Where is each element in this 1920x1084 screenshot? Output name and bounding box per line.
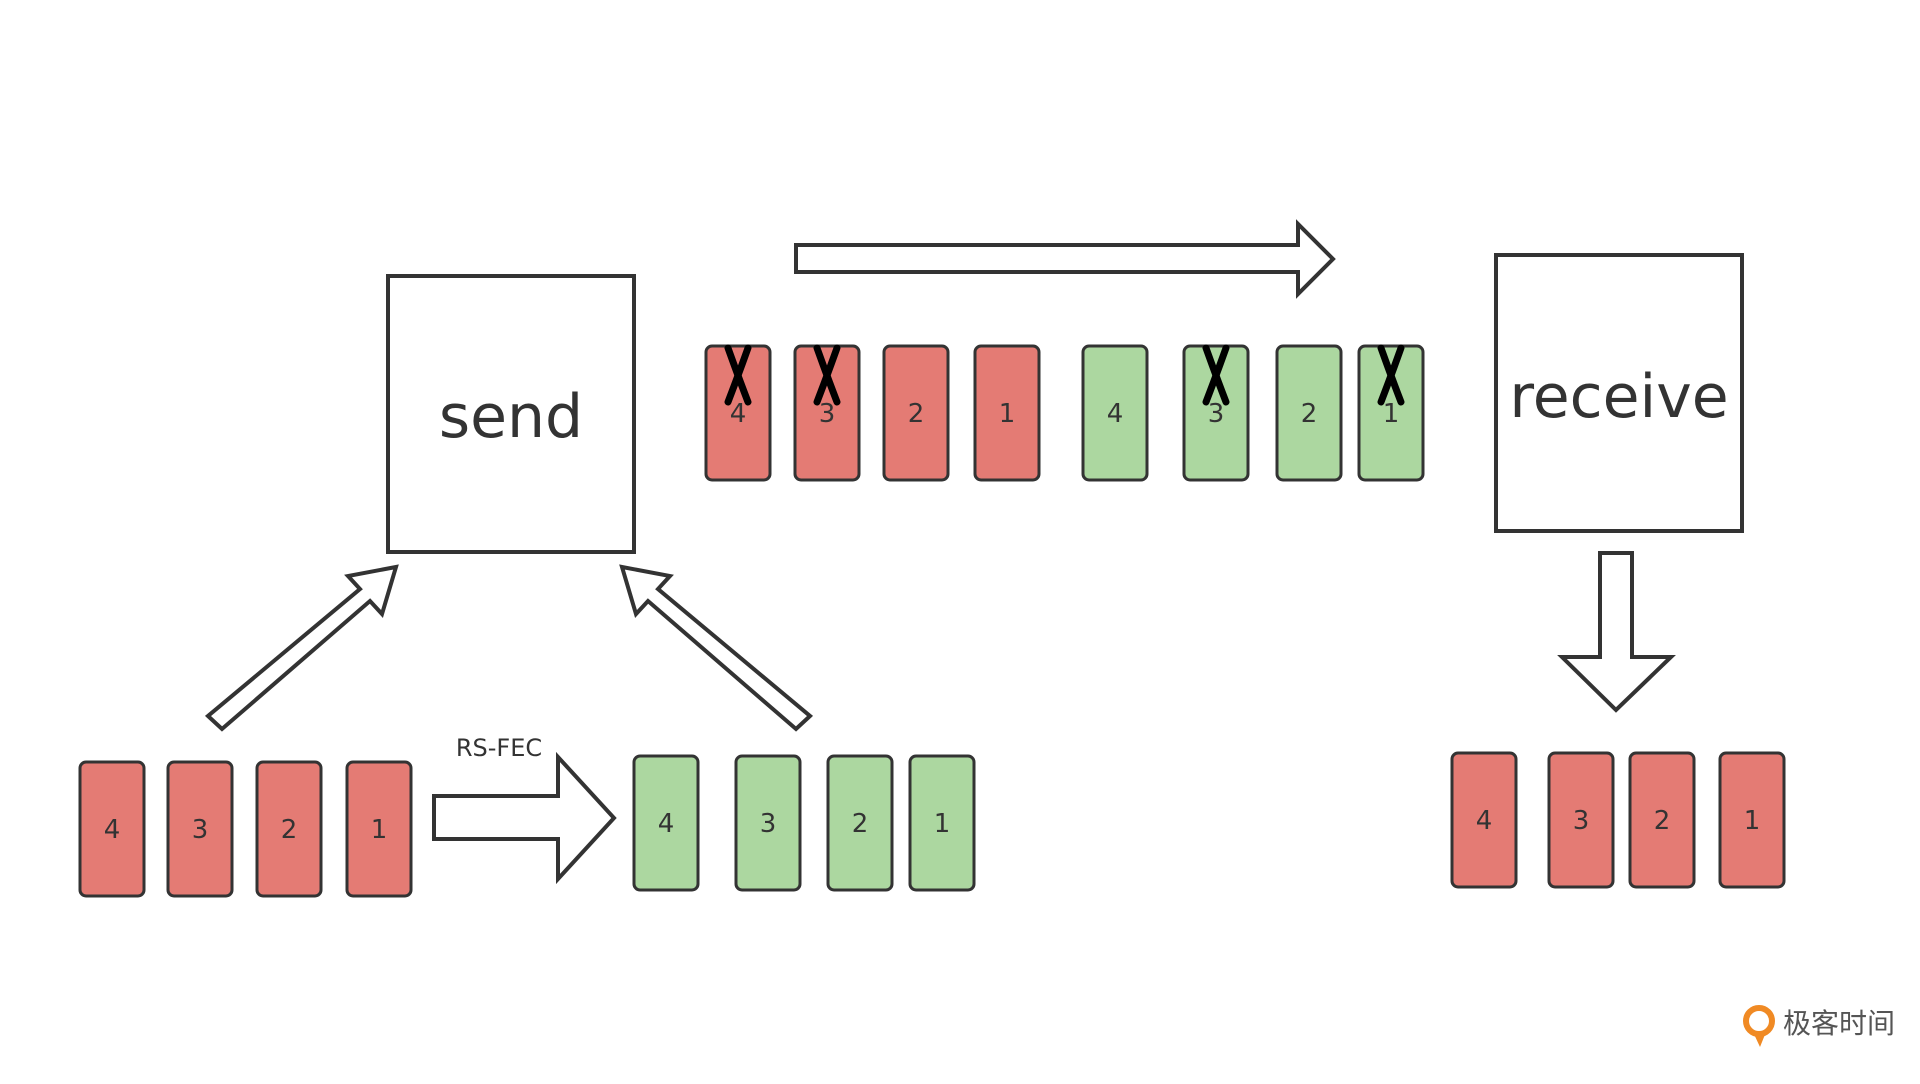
source-packet: 2: [255, 760, 323, 898]
receive-box: [1494, 253, 1744, 533]
source-packet: 1: [345, 760, 413, 898]
packet-number: 4: [730, 399, 747, 429]
fec-packet-box: [1275, 344, 1343, 482]
data-packet-box: [1547, 751, 1615, 889]
fec-packet-box: [1357, 344, 1425, 482]
packet-number: 1: [371, 815, 388, 845]
data-packet-box: [255, 760, 323, 898]
transit-packet: 1: [973, 344, 1041, 482]
packet-number: 3: [760, 809, 777, 839]
fec-packet-box: [1182, 344, 1250, 482]
recover-arrow: [1557, 551, 1676, 713]
packet-number: 2: [1301, 399, 1318, 429]
send-label: send: [439, 382, 583, 452]
lost-packet: 3: [793, 344, 861, 482]
lost-packet: 1: [1357, 344, 1425, 482]
receive-node: receive: [1494, 253, 1744, 533]
fec-packet-box: [908, 754, 976, 892]
transit-packet: 2: [882, 344, 950, 482]
recovered-packets: 4 3 2 1: [1450, 751, 1786, 889]
lost-packet: 3: [1182, 344, 1250, 482]
packet-number: 3: [819, 399, 836, 429]
encoded-packet: 3: [734, 754, 802, 892]
encoded-packet: 2: [826, 754, 894, 892]
transit-packet: 4: [1081, 344, 1149, 482]
encode-arrow: [432, 751, 617, 885]
lost-mark-icon: [724, 344, 752, 406]
packet-number: 4: [658, 809, 675, 839]
watermark-text: 极客时间: [1783, 1007, 1895, 1040]
data-packet-box: [78, 760, 146, 898]
source-packet: 3: [166, 760, 234, 898]
lost-mark-icon: [1377, 344, 1405, 406]
packet-number: 2: [908, 399, 925, 429]
send-node: send: [386, 274, 636, 554]
packet-number: 2: [1654, 806, 1671, 836]
data-packet-box: [882, 344, 950, 482]
packet-number: 4: [104, 815, 121, 845]
packet-number: 2: [281, 815, 298, 845]
transit-packet: 2: [1275, 344, 1343, 482]
geektime-logo-icon: [1743, 1005, 1775, 1047]
receive-label: receive: [1509, 362, 1728, 432]
source-packet: 4: [78, 760, 146, 898]
source-packets: 4 3 2 1: [78, 760, 413, 898]
encoded-packet: 1: [908, 754, 976, 892]
fec-packet-box: [1081, 344, 1149, 482]
packet-number: 2: [852, 809, 869, 839]
in-transit-packets: 4 3 2 1 4 3 2 1: [704, 344, 1425, 482]
data-packet-box: [704, 344, 772, 482]
packet-number: 3: [192, 815, 209, 845]
encoder-label: RS-FEC: [456, 734, 542, 762]
send-box: [386, 274, 636, 554]
data-packet-box: [166, 760, 234, 898]
data-packet-box: [1718, 751, 1786, 889]
data-packet-box: [345, 760, 413, 898]
watermark: 极客时间: [1743, 1005, 1895, 1047]
recovered-packet: 4: [1450, 751, 1518, 889]
fec-to-send-arrow: [619, 564, 814, 732]
encoded-fec-packets: 4 3 2 1: [632, 754, 976, 892]
packet-number: 1: [1744, 806, 1761, 836]
packet-number: 4: [1107, 399, 1124, 429]
packet-number: 3: [1573, 806, 1590, 836]
packet-number: 1: [999, 399, 1016, 429]
fec-packet-box: [734, 754, 802, 892]
recovered-packet: 3: [1547, 751, 1615, 889]
lost-mark-icon: [813, 344, 841, 406]
encoded-packet: 4: [632, 754, 700, 892]
data-packet-box: [973, 344, 1041, 482]
data-packet-box: [1628, 751, 1696, 889]
recovered-packet: 1: [1718, 751, 1786, 889]
recovered-packet: 2: [1628, 751, 1696, 889]
data-packet-box: [793, 344, 861, 482]
packet-number: 1: [934, 809, 951, 839]
packet-number: 4: [1476, 806, 1493, 836]
fec-packet-box: [632, 754, 700, 892]
transmit-arrow: [794, 219, 1336, 299]
lost-packet: 4: [704, 344, 772, 482]
packet-number: 3: [1208, 399, 1225, 429]
source-to-send-arrow: [204, 564, 399, 732]
data-packet-box: [1450, 751, 1518, 889]
fec-packet-box: [826, 754, 894, 892]
lost-mark-icon: [1202, 344, 1230, 406]
packet-number: 1: [1383, 399, 1400, 429]
